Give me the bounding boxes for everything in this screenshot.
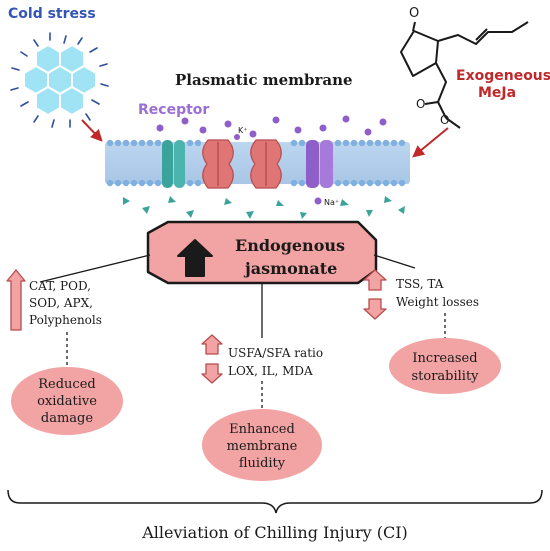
footer-title: Alleviation of Chilling Injury (CI) [141,523,408,542]
ion-dots [156,115,387,205]
endogenous-label-line1: Endogenous [235,236,345,255]
cold-stress-label: Cold stress [8,6,96,22]
antioxidant-up-arrow-icon [6,269,26,331]
endogenous-label-line2: jasmonate [243,259,337,278]
summary-bracket [7,489,543,514]
enzyme-line-3: Polyphenols [29,313,102,327]
oxidative-line-2: oxidative [37,394,97,409]
membrane-marker-2: LOX, IL, MDA [228,364,313,378]
lox-down-arrow-icon [201,363,223,384]
ester-oxygen-label: O [416,97,425,111]
enhanced-membrane-fluidity-oval [202,409,322,481]
membrane-line-1: Enhanced [229,422,295,437]
storability-line-2: storability [411,369,479,384]
meja-molecule-icon [400,21,529,129]
endogenous-jasmonate-hub [146,220,378,285]
meja-arrow [412,127,449,158]
signal-molecules [123,196,405,219]
membrane-line-2: membrane [227,439,298,454]
ketone-oxygen-label: O [409,6,419,21]
purple-channel [306,140,333,188]
red-channel-1 [202,139,234,189]
connector-lines [39,254,416,338]
methoxy-oxygen-label: O [440,113,449,127]
membrane-marker-1: USFA/SFA ratio [228,346,323,360]
red-channel-2 [250,139,282,189]
exogenous-label-line1: Exogeneous [456,68,550,84]
plasmatic-membrane-title: Plasmatic membrane [175,71,353,89]
teal-channel [162,140,185,188]
cold-stress-arrow [81,119,103,142]
enzyme-line-1: CAT, POD, [29,279,91,293]
membrane-line-3: fluidity [239,456,286,471]
increased-storability-oval [389,338,501,394]
up-arrow-icon [177,239,213,277]
enzyme-line-2: SOD, APX, [29,296,93,310]
quality-marker-2: Weight losses [396,295,479,309]
potassium-ion-label: K⁺ [238,126,247,135]
oxidative-line-1: Reduced [38,377,95,392]
oxidative-line-3: damage [41,411,93,426]
storability-line-1: Increased [412,351,477,366]
usfa-up-arrow-icon [201,334,223,355]
sodium-ion-label: Na⁺ [324,198,339,207]
tss-up-arrow-icon [363,269,387,291]
reduced-oxidative-damage-oval [11,367,123,435]
quality-marker-1: TSS, TA [396,277,444,291]
weight-down-arrow-icon [363,298,387,320]
exogenous-label-line2: MeJa [478,85,516,101]
receptor-label: Receptor [138,102,209,118]
ice-crystal-icon [10,32,109,128]
